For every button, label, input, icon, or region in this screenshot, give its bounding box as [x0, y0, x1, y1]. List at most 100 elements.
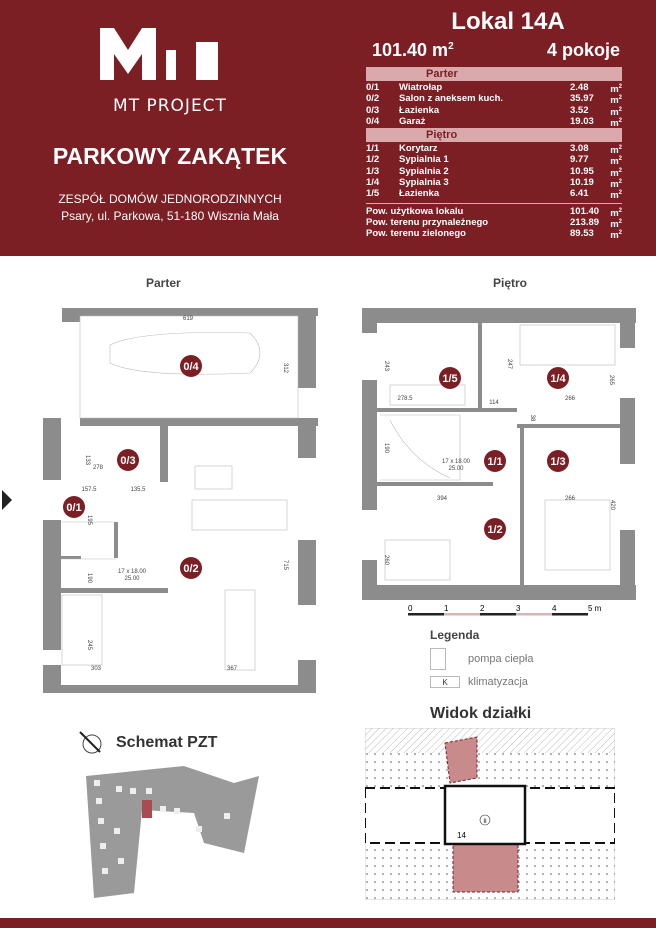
svg-text:1/1: 1/1: [487, 456, 502, 468]
legend-item-heat-pump: pompa ciepła: [430, 648, 533, 670]
room-badge: 0/2: [180, 557, 202, 579]
dimension-label: 195: [86, 515, 92, 526]
room-badge: 1/4: [547, 367, 569, 389]
unit-location-marker: [142, 800, 152, 818]
svg-text:0/4: 0/4: [183, 361, 199, 373]
dimension-label: 278.5: [397, 396, 413, 402]
header: MT PROJECT PARKOWY ZAKĄTEK ZESPÓŁ DOMÓW …: [0, 0, 656, 256]
estate-description: ZESPÓŁ DOMÓW JEDNORODZINNYCH: [58, 192, 282, 206]
pzt-title: Schemat PZT: [116, 734, 218, 751]
legend-title: Legenda: [430, 628, 480, 642]
dimension-label: 260: [383, 555, 389, 566]
dimension-label: 17 x 18.00: [118, 569, 147, 575]
scale-segment: [444, 613, 480, 616]
dimension-label: 367: [227, 666, 238, 672]
north-compass-icon: [79, 731, 102, 754]
section-pietro: Piętro: [366, 128, 622, 143]
dimension-label: 25.00: [448, 466, 464, 472]
plot-view-map: II 14: [365, 728, 615, 900]
svg-text:1/4: 1/4: [550, 373, 566, 385]
dimension-label: 190: [383, 443, 389, 454]
unit-rooms: 4 pokoje: [546, 40, 620, 60]
dimension-label: 157.5: [81, 487, 97, 493]
svg-text:1/2: 1/2: [487, 524, 502, 536]
scale-segment: [480, 613, 516, 616]
estate-address: Psary, ul. Parkowa, 51-180 Wisznia Mała: [61, 209, 279, 223]
dimension-label: 114: [489, 400, 499, 406]
scale-tick-label: 2: [480, 604, 485, 613]
dimension-label: 715: [282, 560, 288, 571]
plot-title: Widok działki: [430, 705, 532, 722]
dimension-label: 190: [86, 573, 92, 584]
svg-text:0/2: 0/2: [183, 563, 198, 575]
estate-name: PARKOWY ZAKĄTEK: [52, 143, 288, 169]
scale-tick-label: 4: [552, 604, 557, 613]
dimension-label: 25.00: [124, 576, 140, 582]
scale-tick-label: 1: [444, 604, 449, 613]
parter-furniture: [61, 315, 299, 671]
dimension-label: 247: [506, 359, 512, 370]
pietro-furniture: [380, 324, 616, 581]
dimension-label: 266: [565, 396, 576, 402]
room-badge: 1/2: [484, 518, 506, 540]
scale-segment: [516, 613, 552, 616]
svg-text:0/1: 0/1: [66, 502, 81, 514]
parter-walls: [43, 308, 318, 693]
lot-number: 14: [457, 831, 466, 840]
dimension-label: 17 x 18.00: [442, 459, 471, 465]
room-badge: 0/4: [180, 355, 202, 377]
scale-tick-label: 5 m: [588, 604, 602, 613]
pietro-walls: [362, 308, 636, 600]
room-badge: 0/1: [63, 496, 85, 518]
pietro-plan-title: Piętro: [493, 276, 528, 290]
heat-pump-icon: [430, 648, 446, 670]
room-badge: 0/3: [117, 449, 139, 471]
svg-text:1/3: 1/3: [550, 456, 565, 468]
dimension-label: 312: [282, 363, 288, 374]
scale-segment: [552, 613, 588, 616]
room-badges: 0/4 0/3 0/1 0/2 1/5 1/4 1/1 1/3 1/2: [63, 355, 569, 579]
segment-label: II: [483, 819, 487, 825]
brand-name: MT PROJECT: [113, 96, 227, 116]
scale-tick-label: 0: [408, 604, 413, 613]
dimension-label: 135.5: [130, 487, 146, 493]
scale-bar: 0 1 2 3 4 5 m: [408, 604, 602, 616]
dimension-label: 243: [383, 361, 389, 372]
scale-tick-label: 3: [516, 604, 521, 613]
svg-text:0/3: 0/3: [120, 455, 135, 467]
room-badge: 1/3: [547, 450, 569, 472]
unit-title: Lokal 14A: [451, 8, 565, 35]
dimension-label: 38: [529, 415, 535, 422]
room-badge: 1/1: [484, 450, 506, 472]
footer-disclaimer: [0, 918, 656, 928]
scale-segment: [408, 613, 444, 616]
section-parter: Parter: [366, 67, 622, 81]
dimension-label: 245: [86, 640, 92, 651]
dimension-label: 619: [183, 316, 194, 322]
room-badge: 1/5: [439, 367, 461, 389]
entrance-arrow-icon: [2, 490, 12, 510]
dimension-label: 420: [609, 500, 615, 511]
pzt-site-map: [86, 766, 259, 898]
dimension-label: 133: [84, 455, 90, 466]
dimension-label: 303: [91, 666, 102, 672]
ac-icon: K: [430, 676, 460, 688]
mt-logo: [100, 28, 218, 80]
